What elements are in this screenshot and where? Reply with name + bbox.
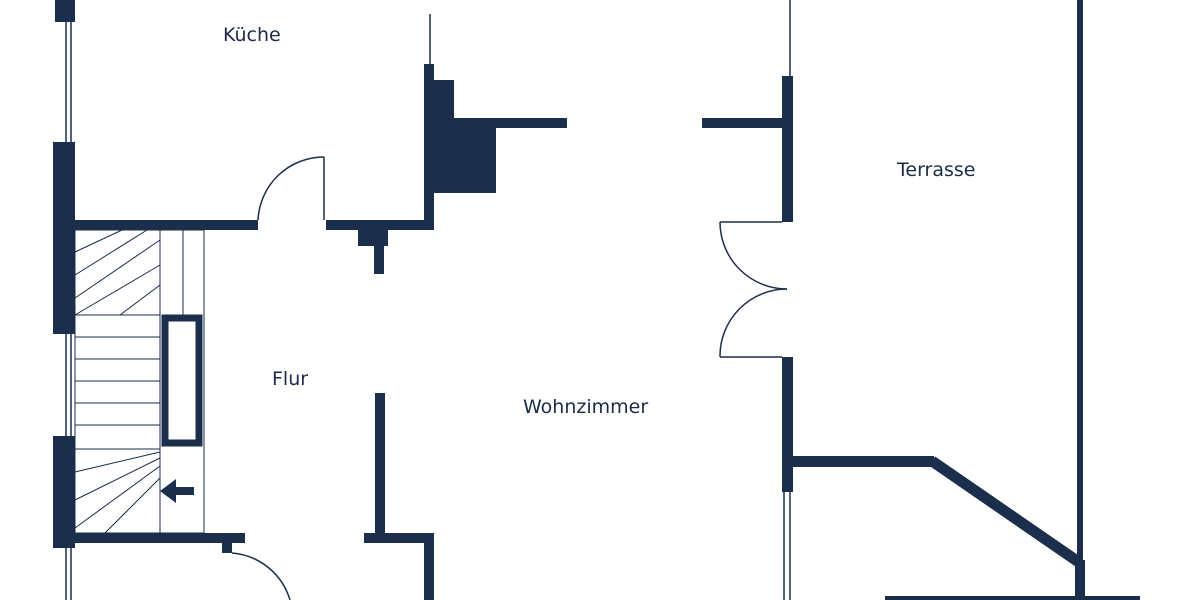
terrace-double-door	[719, 221, 788, 358]
arrow-left-icon	[160, 479, 194, 503]
room-label-wohnzimmer: Wohnzimmer	[523, 396, 649, 418]
kitchen-walls	[75, 64, 434, 274]
entrance-door	[231, 552, 291, 600]
stair-well	[161, 314, 203, 447]
hallway-walls	[75, 393, 434, 600]
chimney-block	[434, 80, 567, 193]
room-label-flur: Flur	[272, 368, 309, 390]
left-windows	[65, 22, 72, 600]
terrace-boundary	[885, 0, 1140, 600]
room-label-terrasse: Terrasse	[897, 159, 976, 181]
room-label-kueche: Küche	[223, 24, 281, 46]
living-room-walls	[702, 76, 934, 492]
terrace-window-bottom	[783, 492, 791, 600]
kitchen-door	[257, 156, 325, 221]
left-exterior-wall	[53, 0, 75, 548]
staircase	[74, 229, 205, 534]
